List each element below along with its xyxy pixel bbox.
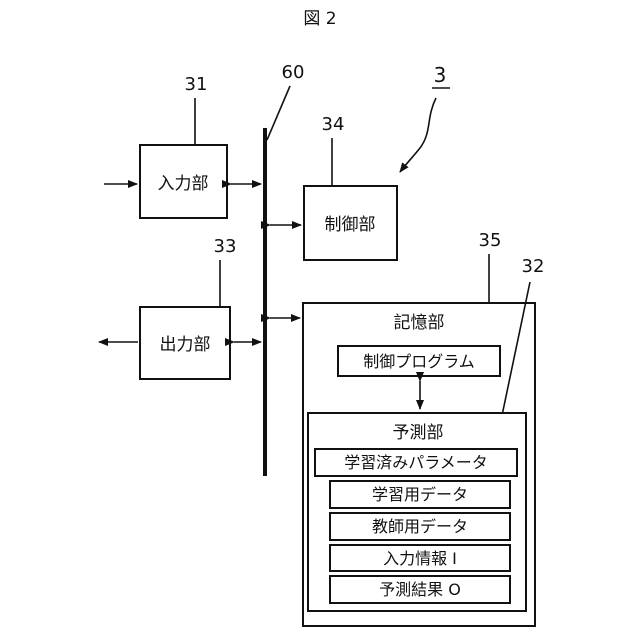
prediction-result-label: 予測結果 O bbox=[379, 580, 461, 599]
bus-ref-label: 60 bbox=[282, 62, 305, 83]
predict-unit-label: 予測部 bbox=[393, 423, 444, 443]
control-unit-ref: 34 bbox=[322, 114, 345, 135]
storage-unit-ref: 35 bbox=[479, 230, 502, 251]
control-program-label: 制御プログラム bbox=[363, 352, 475, 371]
figure-label: 図 2 bbox=[303, 9, 336, 29]
output-unit-label: 出力部 bbox=[160, 335, 211, 355]
bus-ref-leader bbox=[267, 86, 290, 140]
input-unit-label: 入力部 bbox=[158, 174, 209, 194]
training-data-label: 学習用データ bbox=[372, 485, 468, 504]
input-information-label: 入力情報 I bbox=[383, 549, 457, 568]
system-ref-label: 3 bbox=[434, 63, 447, 87]
learned-parameters-label: 学習済みパラメータ bbox=[344, 453, 488, 472]
predict-unit-ref: 32 bbox=[522, 256, 545, 277]
system-ref-leader bbox=[400, 98, 436, 172]
input-unit-ref: 31 bbox=[185, 74, 208, 95]
teacher-data-label: 教師用データ bbox=[372, 517, 468, 536]
control-unit-label: 制御部 bbox=[325, 215, 376, 235]
storage-unit-label: 記憶部 bbox=[394, 313, 445, 333]
output-unit-ref: 33 bbox=[214, 236, 237, 257]
